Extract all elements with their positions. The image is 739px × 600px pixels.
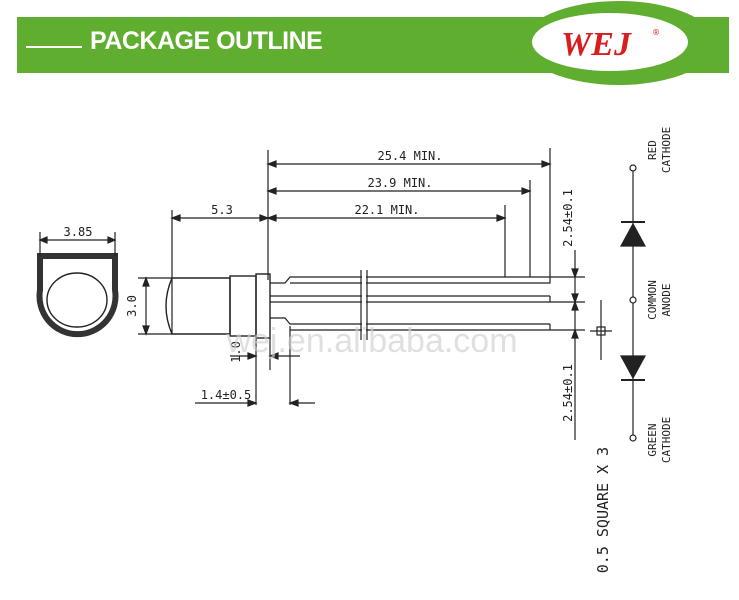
dim-flange-tol: 1.4±0.5	[201, 388, 252, 402]
dim-width-top: 3.85	[64, 225, 93, 239]
label-green-cathode: CATHODE	[660, 417, 673, 463]
dim-pitch-top: 2.54±0.1	[561, 189, 575, 247]
label-red-cathode: CATHODE	[660, 127, 673, 173]
dim-lead-25: 25.4 MIN.	[377, 149, 442, 163]
leads	[270, 270, 551, 340]
wej-logo: WEJ ®	[523, 1, 715, 85]
height-dimension	[138, 276, 172, 336]
dim-height: 3.0	[125, 295, 139, 317]
schematic-symbol	[619, 164, 647, 442]
dim-lead-23: 23.9 MIN.	[367, 176, 432, 190]
registered-mark: ®	[652, 28, 660, 37]
page-title: PACKAGE OUTLINE	[90, 27, 323, 55]
label-common: COMMON	[646, 280, 659, 320]
dim-pitch-bottom: 2.54±0.1	[561, 364, 575, 422]
watermark: wej.en.alibaba.com	[225, 322, 517, 360]
flange-dimension	[195, 326, 315, 407]
led-body	[165, 273, 271, 339]
pitch-dimension	[550, 250, 612, 440]
header-banner: PACKAGE OUTLINE WEJ ®	[0, 0, 739, 100]
length-dimension-lines	[170, 148, 552, 280]
dim-lens-length: 5.3	[211, 203, 233, 217]
label-red: RED	[646, 140, 659, 160]
logo-text: WEJ	[561, 26, 632, 63]
dim-pin-square: 0.5 SQUARE X 3	[594, 447, 612, 573]
end-view	[36, 232, 119, 338]
label-green: GREEN	[646, 423, 659, 456]
banner-accent-line	[26, 46, 82, 48]
dim-flange: 1.0	[229, 341, 243, 363]
dim-lead-22: 22.1 MIN.	[354, 203, 419, 217]
label-anode: ANODE	[660, 283, 673, 316]
